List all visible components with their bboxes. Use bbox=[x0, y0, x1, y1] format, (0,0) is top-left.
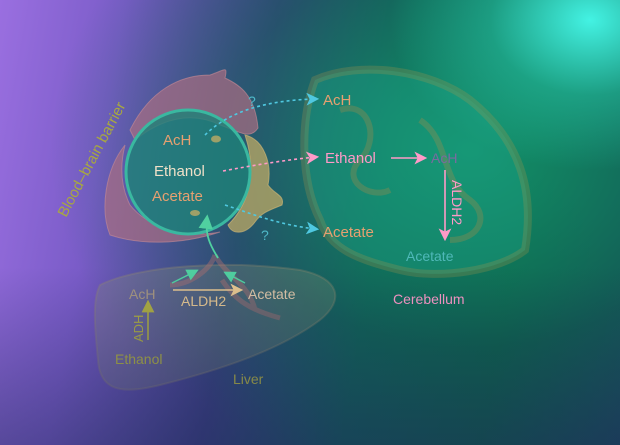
ach-transport-arrow bbox=[204, 92, 320, 136]
cerebellum-acetate-label: Acetate bbox=[406, 248, 454, 264]
cerebellum-label: Cerebellum bbox=[393, 291, 465, 307]
liver-ach-label: AcH bbox=[129, 286, 155, 302]
liver-ethanol-label: Ethanol bbox=[115, 351, 162, 367]
cerebellum-aldh2-label: ALDH2 bbox=[449, 180, 465, 225]
blood-flow-arrow bbox=[198, 214, 219, 259]
cerebellum-shape bbox=[300, 65, 532, 278]
liver-label: Liver bbox=[233, 371, 264, 387]
question-mark-top: ? bbox=[248, 93, 256, 109]
cerebellum-ach-label: AcH bbox=[431, 150, 457, 166]
nucleus bbox=[211, 135, 221, 143]
liver-aldh2-label: ALDH2 bbox=[181, 293, 226, 309]
liver-acetate-outflow bbox=[223, 271, 246, 284]
question-mark-bottom: ? bbox=[261, 227, 269, 243]
astrocyte-endfoot bbox=[227, 134, 284, 233]
ethanol-transport-arrow bbox=[222, 151, 320, 172]
vessel-ach-label: AcH bbox=[163, 132, 191, 149]
endothelial-cell-left bbox=[104, 144, 221, 243]
brain-ach-label: AcH bbox=[323, 92, 351, 109]
nucleus bbox=[190, 210, 200, 216]
vessel-ethanol-label: Ethanol bbox=[154, 163, 205, 180]
liver-ach-outflow bbox=[171, 269, 199, 284]
cerebellum-folia bbox=[339, 105, 484, 243]
brain-ethanol-label: Ethanol bbox=[325, 150, 376, 167]
liver-adh-label: ADH bbox=[131, 315, 146, 342]
liver-shape bbox=[93, 264, 337, 391]
brain-acetate-label: Acetate bbox=[323, 224, 374, 241]
liver-acetate-label: Acetate bbox=[248, 286, 296, 302]
vessel-acetate-label: Acetate bbox=[152, 188, 203, 205]
